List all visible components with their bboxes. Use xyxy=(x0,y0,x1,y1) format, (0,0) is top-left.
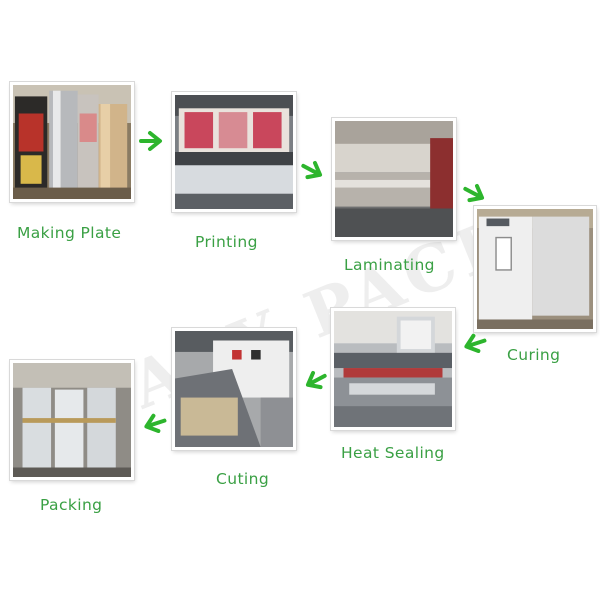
step-label-laminating: Laminating xyxy=(344,256,435,274)
green-arrow-icon xyxy=(138,410,170,439)
making-plate-photo xyxy=(10,82,134,202)
green-arrow-icon xyxy=(296,155,329,187)
curing-photo xyxy=(474,206,596,332)
green-arrow-icon xyxy=(458,178,491,210)
step-label-heat-sealing: Heat Sealing xyxy=(341,444,445,462)
step-label-packing: Packing xyxy=(40,496,103,514)
packing-photo xyxy=(10,360,134,480)
watermark: EASY PACK xyxy=(69,200,531,445)
heat-sealing-photo xyxy=(331,308,455,430)
step-label-cuting: Cuting xyxy=(216,470,270,488)
green-arrow-icon xyxy=(298,365,331,397)
green-arrow-icon xyxy=(458,330,490,359)
step-label-curing: Curing xyxy=(507,346,561,364)
green-arrow-icon xyxy=(139,130,165,152)
step-label-making-plate: Making Plate xyxy=(17,224,122,242)
laminating-photo xyxy=(332,118,456,240)
printing-photo xyxy=(172,92,296,212)
step-label-printing: Printing xyxy=(195,233,258,251)
cuting-photo xyxy=(172,328,296,450)
